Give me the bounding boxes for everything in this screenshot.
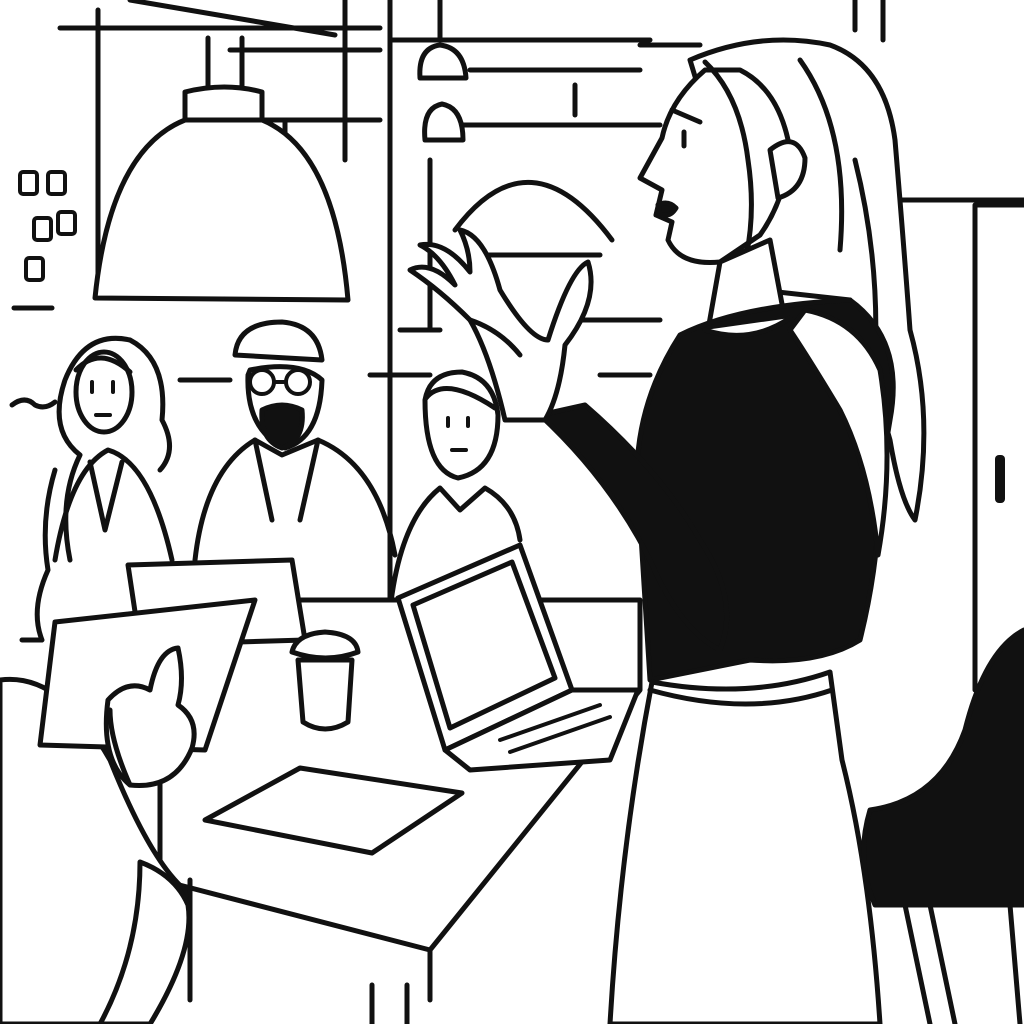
door (972, 202, 1024, 693)
seated-man-glasses (192, 319, 398, 563)
chair-right (861, 627, 1024, 1024)
coffee-cup (289, 629, 361, 732)
seated-person-right (387, 369, 523, 613)
pendant-lamp-large (92, 35, 351, 303)
laptop-open (395, 542, 641, 773)
paper-sheet (202, 765, 465, 856)
wall-sticky-notes (11, 170, 77, 311)
pendant-lamp-small (417, 0, 469, 143)
presenter-woman (407, 37, 927, 1024)
foreground-person-tablet (0, 597, 258, 1024)
seated-woman-left (9, 335, 175, 643)
